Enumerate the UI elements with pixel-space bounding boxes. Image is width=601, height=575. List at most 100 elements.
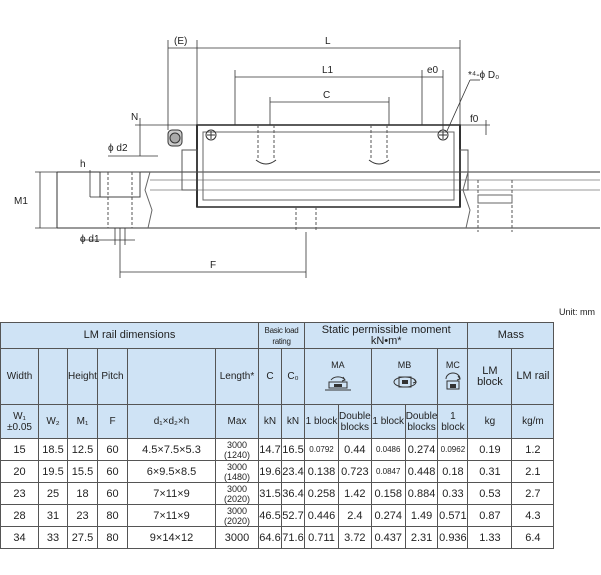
cell-ma1: 0.258	[304, 482, 339, 505]
header-basic-load-rating: Basic load rating	[258, 322, 305, 349]
cell-rail: 2.1	[511, 460, 555, 483]
cell-c0: 36.4	[281, 482, 305, 505]
header-kn1: kN	[258, 404, 282, 439]
header-w2-blank	[38, 348, 68, 405]
cell-mb1: 0.274	[370, 504, 406, 527]
label-hole: *⁴-ϕ D₀	[468, 70, 499, 81]
cell-d: 7×11×9	[127, 504, 216, 527]
label-h: h	[80, 159, 86, 170]
cell-len: 3000	[215, 526, 259, 549]
cell-d: 9×14×12	[127, 526, 216, 549]
lm-guide-drawing: (E) L L1 e0 *⁴-ϕ D₀ C N f0 ϕ d2 h M1 ϕ d…	[14, 36, 600, 278]
header-w2: W₂	[38, 404, 68, 439]
header-pitch: Pitch	[97, 348, 128, 405]
cell-f: 60	[97, 482, 128, 505]
cell-c: 31.5	[258, 482, 282, 505]
cell-ma1: 0.138	[304, 460, 339, 483]
header-lm-rail-dimensions: LM rail dimensions	[0, 322, 259, 349]
cell-c: 64.6	[258, 526, 282, 549]
length-max: 3000	[226, 439, 248, 450]
header-d-blank	[127, 348, 216, 405]
cell-ma2: 0.44	[338, 438, 372, 461]
cell-ma1: 0.446	[304, 504, 339, 527]
header-mass: Mass	[467, 322, 555, 349]
header-ma: MA	[304, 348, 372, 405]
label-c: C	[323, 90, 330, 101]
cell-f: 60	[97, 438, 128, 461]
label-d2: ϕ d2	[108, 143, 128, 154]
cell-mb1: 0.0486	[370, 438, 406, 461]
cell-ma2: 3.72	[338, 526, 372, 549]
cell-mb1: 0.0847	[370, 460, 406, 483]
cell-ma2: 1.42	[338, 482, 372, 505]
cell-block: 0.19	[467, 438, 513, 461]
label-n: N	[131, 112, 138, 123]
cell-mb2: 2.31	[404, 526, 439, 549]
cell-c0: 23.4	[281, 460, 305, 483]
cell-ma2: 0.723	[338, 460, 372, 483]
label-m1: M1	[14, 196, 28, 207]
cell-m1: 18	[67, 482, 98, 505]
cell-rail: 6.4	[511, 526, 555, 549]
cell-w2: 33	[38, 526, 68, 549]
cell-m1: 27.5	[67, 526, 98, 549]
cell-len: 3000(2020)	[215, 504, 259, 527]
header-d1d2h: d₁×d₂×h	[127, 404, 216, 439]
header-c: C	[258, 348, 282, 405]
unit-label: Unit: mm	[559, 307, 595, 317]
cell-f: 60	[97, 460, 128, 483]
cell-block: 0.53	[467, 482, 513, 505]
length-max: 3000	[226, 505, 248, 516]
cell-d: 6×9.5×8.5	[127, 460, 216, 483]
cell-block: 0.87	[467, 504, 513, 527]
cell-len: 3000(1240)	[215, 438, 259, 461]
cell-m1: 12.5	[67, 438, 98, 461]
cell-mc: 0.571	[437, 504, 469, 527]
label-f: F	[210, 260, 216, 271]
cell-w1: 15	[0, 438, 39, 461]
cell-mb1: 0.437	[370, 526, 406, 549]
header-width: Width	[0, 348, 39, 405]
cell-d: 7×11×9	[127, 482, 216, 505]
cell-c0: 52.7	[281, 504, 305, 527]
header-ma-1block: 1 block	[304, 404, 339, 439]
header-m1: M₁	[67, 404, 98, 439]
label-e0: e0	[427, 65, 439, 76]
header-static-moment: Static permissible moment kN•m*	[303, 322, 469, 349]
cell-w2: 18.5	[38, 438, 68, 461]
length-standard: (2020)	[223, 515, 250, 526]
header-mc-1block: 1 block	[437, 404, 469, 439]
label-l1: L1	[322, 65, 334, 76]
cell-ma2: 2.4	[338, 504, 372, 527]
rolling-moment-icon	[438, 371, 467, 393]
cell-c0: 71.6	[281, 526, 305, 549]
header-mb-double: Double blocks	[404, 404, 439, 439]
cell-block: 0.31	[467, 460, 513, 483]
length-max: 3000	[226, 483, 248, 494]
label-f0: f0	[470, 114, 479, 125]
cell-mc: 0.936	[437, 526, 469, 549]
cell-mc: 0.18	[437, 460, 469, 483]
header-w1: W₁ ±0.05	[0, 404, 39, 439]
header-mb-1block: 1 block	[370, 404, 406, 439]
cell-c: 46.5	[258, 504, 282, 527]
cell-mc: 0.0962	[437, 438, 469, 461]
pitching-moment-icon	[305, 371, 371, 393]
ma-label: MA	[331, 360, 345, 370]
cell-m1: 15.5	[67, 460, 98, 483]
cell-w1: 23	[0, 482, 39, 505]
cell-c: 14.7	[258, 438, 282, 461]
cell-w1: 34	[0, 526, 39, 549]
cell-c0: 16.5	[281, 438, 305, 461]
header-ma-double: Double blocks	[338, 404, 372, 439]
header-lm-block: LM block	[467, 348, 513, 405]
spec-table: LM rail dimensions Basic load rating Sta…	[0, 322, 555, 549]
mb-label: MB	[397, 360, 412, 370]
cell-d: 4.5×7.5×5.3	[127, 438, 216, 461]
cell-mb1: 0.158	[370, 482, 406, 505]
